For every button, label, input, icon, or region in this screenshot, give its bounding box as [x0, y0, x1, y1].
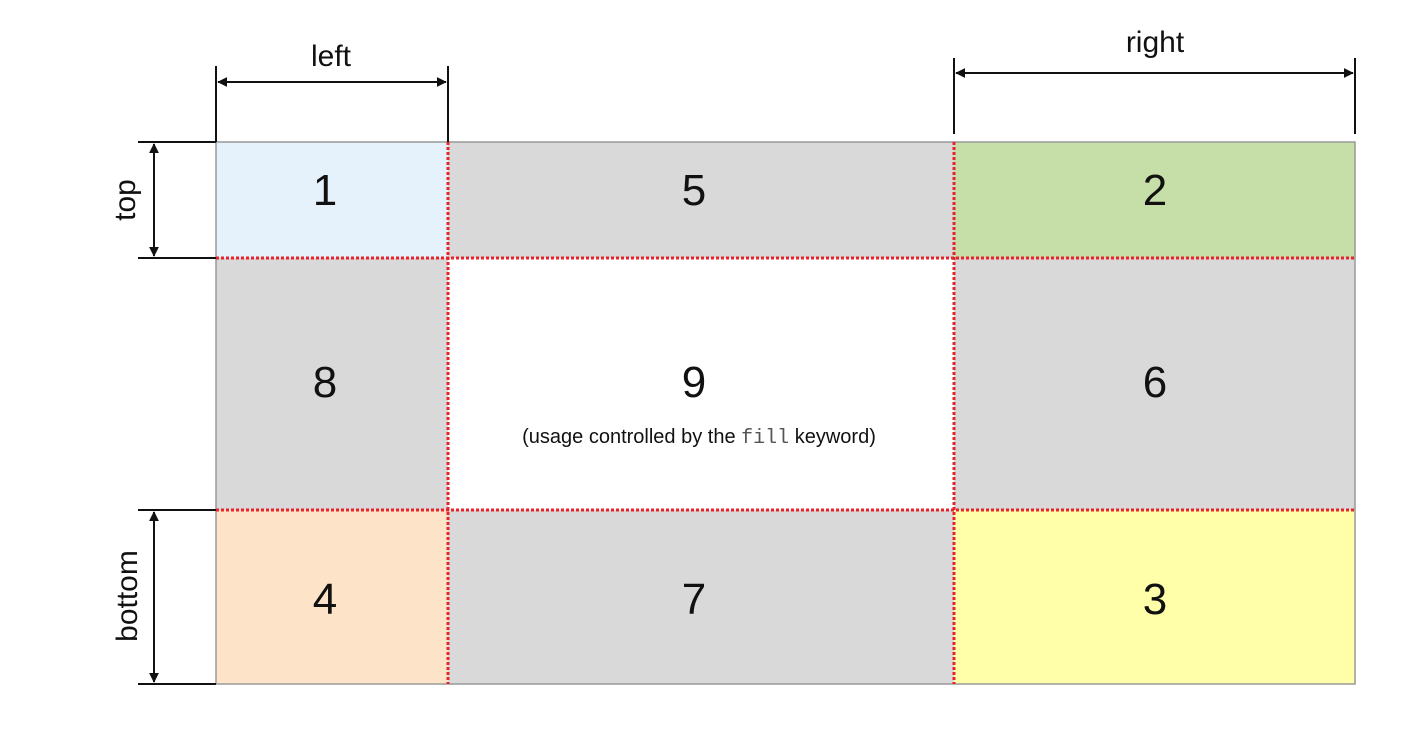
cell-6-right-edge — [954, 258, 1355, 510]
center-note-code: fill — [741, 427, 789, 450]
cell-number-6: 6 — [1143, 358, 1167, 407]
bottom-label: bottom — [111, 550, 144, 642]
center-note-prefix: (usage controlled by the — [522, 426, 741, 448]
cell-9-middle — [448, 258, 954, 510]
cell-5-top-edge — [448, 142, 954, 258]
top-label: top — [109, 179, 142, 221]
cell-1-top-left — [216, 142, 448, 258]
cell-number-7: 7 — [682, 575, 706, 624]
left-label: left — [311, 40, 352, 73]
cell-number-2: 2 — [1143, 166, 1167, 215]
cell-number-3: 3 — [1143, 575, 1167, 624]
cell-number-1: 1 — [313, 166, 337, 215]
cell-7-bottom-edge — [448, 510, 954, 684]
center-note-suffix: keyword) — [789, 426, 876, 448]
right-label: right — [1126, 26, 1185, 59]
outer-border — [215, 141, 1356, 685]
cell-number-4: 4 — [313, 575, 337, 624]
cell-number-9: 9 — [682, 358, 706, 407]
cell-4-bottom-left — [216, 510, 448, 684]
cell-3-bottom-right — [954, 510, 1355, 684]
center-note: (usage controlled by the fill keyword) — [522, 426, 876, 450]
cell-2-top-right — [954, 142, 1355, 258]
cell-8-left-edge — [216, 258, 448, 510]
cell-number-5: 5 — [682, 166, 706, 215]
cell-number-8: 8 — [313, 358, 337, 407]
